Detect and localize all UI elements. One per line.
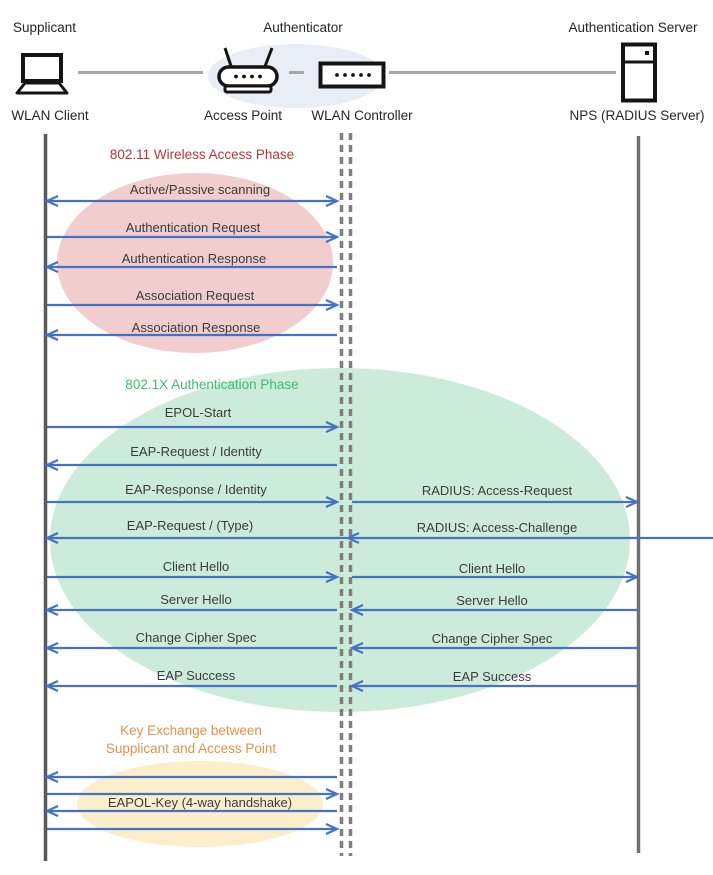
phase-title: Key Exchange between Supplicant and Acce… <box>105 723 277 756</box>
message-label: RADIUS: Access-Request <box>421 483 573 498</box>
message-label: Change Cipher Spec <box>135 630 257 645</box>
role-authentication-server: Authentication Server <box>568 20 698 35</box>
node-wlan-controller: WLAN Controller <box>311 108 413 123</box>
phase-802-1x-ellipse <box>50 368 630 712</box>
message-label: Client Hello <box>458 561 526 576</box>
node-radius-server: NPS (RADIUS Server) <box>569 108 705 123</box>
role-supplicant: Supplicant <box>13 20 77 35</box>
message-label: Authentication Response <box>121 251 267 266</box>
access-point-icon <box>217 47 279 94</box>
phase-title: 802.11 Wireless Access Phase <box>109 147 295 162</box>
message-label: Server Hello <box>160 592 232 607</box>
message-label: Active/Passive scanning <box>129 182 271 197</box>
message-label: Association Request <box>135 288 255 303</box>
message-label: EAP-Response / Identity <box>125 482 267 497</box>
message-label: Association Response <box>131 320 261 335</box>
laptop-icon <box>15 53 69 95</box>
key-exchange-ellipse <box>77 761 323 847</box>
message-label: EAP Success <box>156 668 236 683</box>
message-label: EAP-Request / Identity <box>130 444 262 459</box>
phase-802-11-ellipse <box>57 173 333 353</box>
message-label: RADIUS: Access-Challenge <box>416 520 578 535</box>
message-label: EAP-Request / (Type) <box>126 518 254 533</box>
phase-title: 802.1X Authentication Phase <box>125 377 299 392</box>
message-label: Authentication Request <box>125 220 261 235</box>
server-icon <box>621 42 657 103</box>
message-label: EAPOL-Key (4-way handshake) <box>107 795 293 810</box>
message-label: Change Cipher Spec <box>431 631 553 646</box>
node-access-point: Access Point <box>203 108 283 123</box>
wlan-controller-icon <box>318 61 386 89</box>
node-wlan-client: WLAN Client <box>11 108 89 123</box>
role-authenticator: Authenticator <box>263 20 343 35</box>
message-label: Client Hello <box>162 559 230 574</box>
message-label: Server Hello <box>456 593 528 608</box>
message-label: EAP Success <box>452 669 532 684</box>
message-label: EPOL-Start <box>164 405 232 420</box>
